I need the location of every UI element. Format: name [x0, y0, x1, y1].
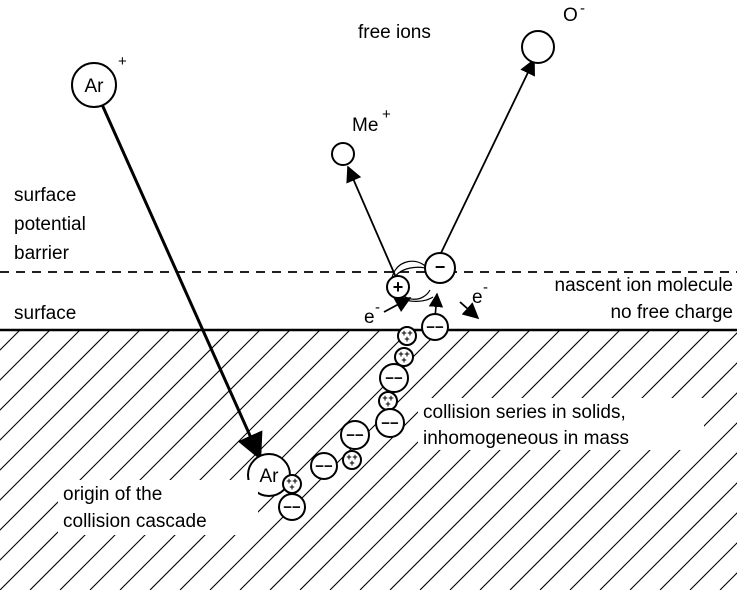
svg-text:−−: −−	[346, 427, 364, 444]
collision-series-label-bg	[418, 398, 704, 450]
o-ion-charge: -	[580, 0, 585, 17]
nascent-label-line-2: no free charge	[610, 302, 733, 323]
nascent-label-line-1: nascent ion molecule	[555, 275, 734, 296]
o-trajectory-arrow	[440, 58, 535, 254]
ar-cascade-symbol: Ar	[260, 466, 280, 487]
svg-text:−−: −−	[385, 370, 403, 387]
free-ions-label: free ions	[358, 22, 431, 43]
solid-hatching	[0, 330, 737, 590]
o-ion: O -	[521, 0, 585, 64]
electron-arrow-right	[459, 301, 480, 320]
svg-text:+: +	[289, 482, 294, 492]
particles: Ar + Ar Me + O - e - e - +−−−++++++	[71, 0, 585, 521]
svg-text:+: +	[388, 393, 393, 403]
collision-cascade-atoms: +−−−++++++−−+++−−−−+++−−+++−−	[278, 252, 456, 521]
electron-right: e -	[472, 279, 488, 308]
collision-series-line-2: inhomogeneous in mass	[423, 428, 629, 449]
barrier-label-line-2: potential	[14, 214, 86, 235]
me-trajectory-arrow	[346, 165, 399, 283]
svg-text:+: +	[382, 393, 387, 403]
svg-text:+: +	[393, 277, 404, 297]
cascade-atom-minus-surface: −	[424, 252, 456, 284]
cascade-atom-plus-2: +++	[394, 347, 414, 367]
svg-text:+: +	[349, 458, 354, 468]
electron-right-symbol: e	[472, 287, 483, 308]
cascade-atom-plus-surface: +	[386, 275, 410, 299]
svg-text:−−: −−	[315, 458, 333, 475]
electron-left: e -	[364, 299, 380, 328]
svg-text:+: +	[404, 349, 409, 359]
o-ion-symbol: O	[563, 5, 578, 26]
cascade-atom-minus-5: −−	[310, 452, 338, 480]
svg-text:+: +	[292, 476, 297, 486]
barrier-label-line-1: surface	[14, 185, 76, 206]
me-ion: Me +	[331, 106, 391, 166]
me-ion-symbol: Me	[352, 115, 378, 136]
svg-text:+: +	[401, 328, 406, 338]
cascade-atom-plus-1: +++	[397, 326, 417, 346]
ar-trajectory-arrow	[98, 99, 263, 461]
origin-line-2: collision cascade	[63, 511, 207, 532]
svg-text:+: +	[346, 452, 351, 462]
svg-text:−: −	[435, 257, 446, 277]
cascade-atom-minus-2: −−	[379, 363, 409, 393]
electron-left-symbol: e	[364, 307, 375, 328]
cascade-atom-minus-6: −−	[278, 493, 306, 521]
electron-left-charge: -	[375, 299, 380, 316]
cascade-atom-plus-5: +++	[282, 474, 302, 494]
svg-text:+: +	[286, 476, 291, 486]
svg-text:+: +	[385, 399, 390, 409]
me-ion-charge: +	[382, 106, 391, 123]
svg-text:+: +	[398, 349, 403, 359]
svg-text:−−: −−	[426, 319, 444, 336]
ar-incoming-atom: Ar +	[71, 53, 127, 108]
barrier-label-line-3: barrier	[14, 243, 70, 264]
collision-series-line-1: collision series in solids,	[423, 402, 626, 423]
svg-text:+: +	[401, 355, 406, 365]
origin-line-1: origin of the	[63, 484, 162, 505]
svg-text:−−: −−	[283, 499, 301, 516]
surface-label: surface	[14, 303, 76, 324]
electron-right-charge: -	[483, 279, 488, 296]
origin-label-bg	[58, 480, 258, 535]
svg-text:+: +	[352, 452, 357, 462]
svg-text:−−: −−	[381, 415, 399, 432]
ar-incoming-charge: +	[118, 53, 127, 70]
cascade-atom-plus-4: +++	[342, 450, 362, 470]
svg-text:+: +	[404, 334, 409, 344]
cascade-atom-minus-4: −−	[340, 420, 370, 450]
cascade-atom-minus-3: −−	[375, 408, 405, 438]
cascade-atom-minus-1: −−	[421, 313, 449, 341]
svg-text:+: +	[407, 328, 412, 338]
ar-incoming-symbol: Ar	[85, 76, 105, 97]
ar-cascade-atom: Ar	[247, 453, 291, 497]
cascade-atom-plus-3: +++	[378, 391, 398, 411]
